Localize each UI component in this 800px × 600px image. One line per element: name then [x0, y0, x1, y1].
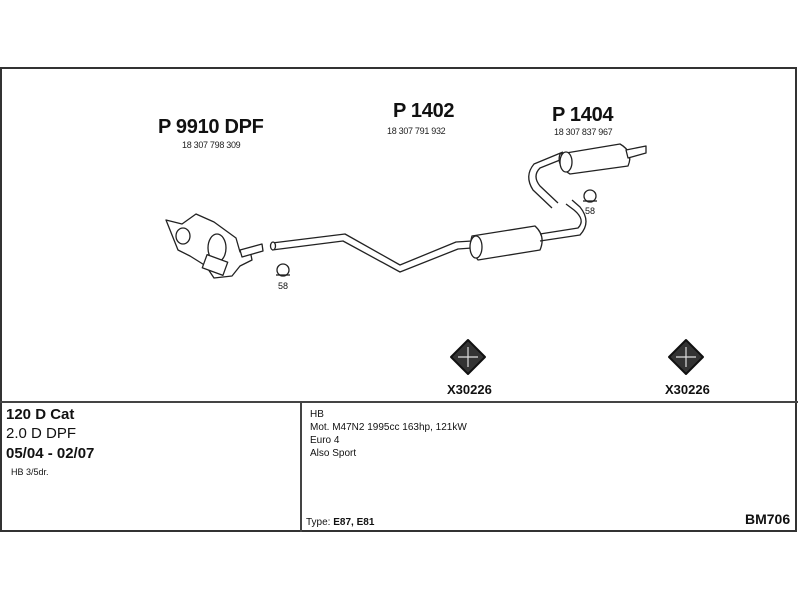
detail-line: Also Sport [310, 448, 357, 459]
part-name-rear[interactable]: P 1404 [552, 104, 614, 126]
part-name-dpf[interactable]: P 9910 DPF [158, 116, 264, 138]
mount-label[interactable]: X30226 [665, 382, 710, 397]
vehicle-engine: 2.0 D DPF [6, 425, 77, 442]
detail-line: Mot. M47N2 1995cc 163hp, 121kW [310, 422, 467, 433]
vehicle-dates: 05/04 - 02/07 [6, 445, 95, 462]
mount-label[interactable]: X30226 [447, 382, 492, 397]
part-name-middle[interactable]: P 1402 [393, 100, 455, 122]
dpf-filter-icon[interactable] [165, 213, 264, 279]
diagram-frame [0, 67, 797, 532]
middle-section-icon[interactable] [269, 199, 587, 273]
clamp-label: 58 [278, 281, 289, 291]
divider [300, 402, 302, 532]
detail-line: HB [310, 409, 324, 420]
divider [0, 401, 798, 403]
part-number-middle: 18 307 791 932 [387, 126, 446, 136]
details-list: HB Mot. M47N2 1995cc 163hp, 121kW Euro 4… [310, 408, 467, 460]
vehicle-model: 120 D Cat [6, 406, 75, 423]
type-row: Type: E87, E81 [306, 516, 374, 529]
clamp-icon[interactable] [583, 189, 597, 203]
type-value: E87, E81 [333, 517, 375, 528]
rubber-mount-icon[interactable] [450, 339, 486, 375]
part-number-dpf: 18 307 798 309 [182, 140, 241, 150]
rear-section-icon[interactable] [528, 143, 647, 209]
diagram-code: BM706 [745, 511, 791, 527]
rubber-mount-icon[interactable] [668, 339, 704, 375]
type-label: Type: [306, 517, 331, 528]
detail-line: Euro 4 [310, 435, 340, 446]
vehicle-body: HB 3/5dr. [11, 467, 49, 477]
part-number-rear: 18 307 837 967 [554, 127, 613, 137]
clamp-label: 58 [585, 206, 596, 216]
clamp-icon[interactable] [276, 263, 290, 277]
